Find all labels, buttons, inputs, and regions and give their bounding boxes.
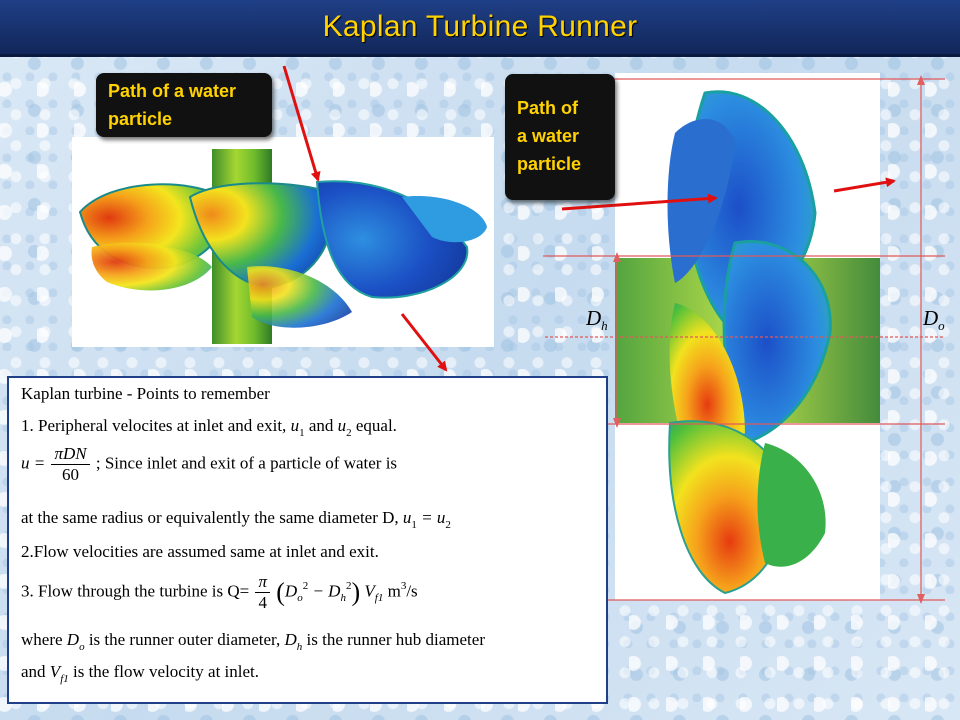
hub-diameter-label: Dh (586, 306, 608, 334)
callout-left-line-1: Path of a water (108, 81, 237, 101)
runner-image-side (72, 137, 494, 347)
slide-title: Kaplan Turbine Runner (322, 10, 638, 43)
note-same-radius: at the same radius or equivalently the s… (21, 508, 451, 531)
callout-water-path-right: Path of a water particle (505, 74, 615, 200)
callout-right-line-1: Path of (517, 98, 578, 118)
flow-arrow-left-inlet (282, 65, 321, 182)
note-point-2: 2.Flow velocities are assumed same at in… (21, 542, 379, 561)
callout-right-line-2: a water (517, 126, 580, 146)
flow-arrow-right-outlet (833, 177, 896, 193)
title-bar: Kaplan Turbine Runner (0, 0, 960, 57)
callout-right-line-3: particle (517, 154, 582, 174)
dimension-lines (543, 75, 945, 604)
flow-arrow-left-outlet (400, 313, 448, 372)
callout-water-path-left: Path of a water particle (96, 73, 272, 137)
notes-box: Kaplan turbine - Points to remember 1. P… (7, 376, 608, 704)
note-where-diameters: where Do is the runner outer diameter, D… (21, 630, 485, 653)
notes-heading: Kaplan turbine - Points to remember (21, 384, 270, 403)
outer-diameter-label: Do (923, 306, 945, 334)
note-flow-velocity: and Vf1 is the flow velocity at inlet. (21, 662, 260, 685)
note-point-1: 1. Peripheral velocites at inlet and exi… (21, 416, 397, 439)
flow-arrow-right-inlet (561, 193, 718, 211)
callout-left-line-2: particle (108, 109, 173, 129)
